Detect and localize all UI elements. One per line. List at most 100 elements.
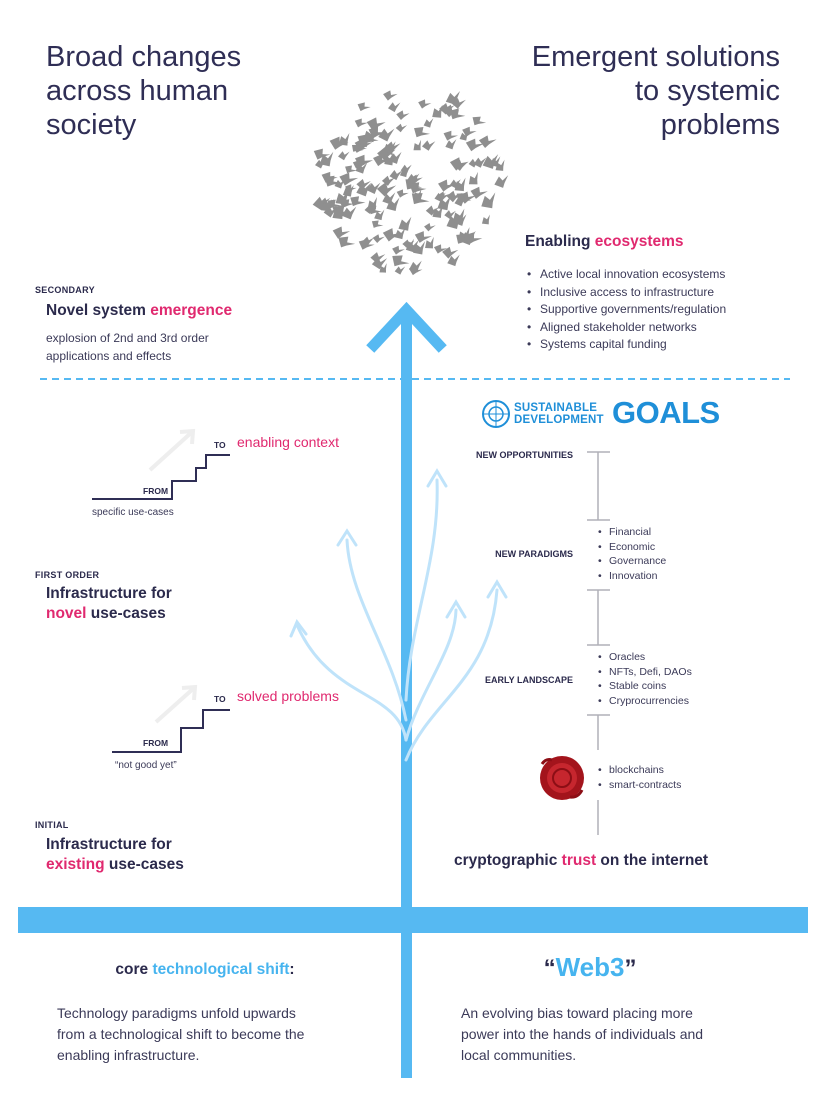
bird-icon: [413, 241, 426, 255]
core-body-line: enabling infrastructure.: [57, 1047, 200, 1063]
bird-icon: [338, 236, 356, 248]
trust-caption: cryptographic trust on the internet: [454, 851, 708, 871]
right-heading-line: problems: [660, 109, 780, 141]
bird-icon: [350, 196, 366, 207]
bird-icon: [421, 140, 436, 151]
first-order-title-b: use-cases: [86, 605, 166, 622]
bird-icon: [465, 138, 484, 152]
first-order-title: Infrastructure for novel use-cases: [46, 584, 172, 624]
bird-icon: [409, 182, 427, 194]
bird-icon: [462, 126, 477, 137]
bird-icon: [447, 254, 460, 267]
bird-icon: [339, 172, 359, 186]
secondary-title-b: emergence: [150, 302, 233, 319]
bird-icon: [374, 209, 385, 221]
list-item: Active local innovation ecosystems: [527, 266, 726, 284]
bird-icon: [464, 232, 483, 245]
bird-icon: [398, 216, 412, 231]
stairs-top-caption: specific use-cases: [92, 507, 174, 518]
bird-icon: [451, 98, 466, 109]
bird-icon: [494, 175, 509, 188]
web3-body-line: local communities.: [461, 1047, 577, 1063]
bird-icon: [418, 99, 432, 109]
web3-body-line: An evolving bias toward placing more: [461, 1005, 693, 1021]
bird-icon: [345, 165, 358, 174]
bird-icon: [334, 179, 345, 189]
bird-icon: [379, 263, 387, 273]
bird-icon: [313, 148, 331, 160]
bird-icon: [394, 266, 406, 275]
base-bar: [18, 907, 808, 933]
web3-body-line: power into the hands of individuals and: [461, 1026, 704, 1042]
sdg-logo-line1: SUSTAINABLE: [514, 402, 598, 414]
paradigm-list: Financial Economic Governance Innovation: [598, 525, 666, 583]
bird-icon: [354, 154, 374, 168]
bird-icon: [355, 162, 368, 174]
bird-icon: [363, 127, 377, 143]
initial-title-b: use-cases: [104, 856, 184, 873]
bird-icon: [449, 157, 469, 171]
list-item: Oracles: [598, 650, 692, 665]
bird-icon: [392, 245, 405, 255]
bird-icon: [371, 220, 384, 228]
bird-icon: [446, 190, 462, 203]
list-item: NFTs, Defi, DAOs: [598, 665, 692, 680]
initial-title-a: existing: [46, 856, 105, 873]
list-item: smart-contracts: [598, 778, 681, 793]
bird-icon: [414, 231, 432, 243]
bird-icon: [495, 159, 505, 171]
stairs-bottom-from: FROM: [143, 738, 169, 748]
bird-icon: [478, 135, 497, 149]
bird-icon: [382, 192, 396, 205]
bird-icon: [437, 191, 450, 201]
label-new-paradigms: NEW PARADIGMS: [495, 549, 573, 559]
bird-icon: [389, 170, 403, 181]
bird-icon: [413, 139, 422, 151]
list-item: Supportive governments/regulation: [527, 301, 726, 319]
bird-icon: [452, 208, 465, 224]
secondary-desc-line: applications and effects: [46, 349, 172, 363]
bird-icon: [321, 199, 332, 212]
base-list: blockchains smart-contracts: [598, 763, 681, 792]
bird-icon: [386, 197, 400, 212]
bird-icon: [366, 117, 386, 131]
initial-title-line1: Infrastructure for: [46, 836, 172, 853]
ecosystems-title-b: ecosystems: [594, 233, 684, 250]
initial-tag: INITIAL: [35, 820, 69, 830]
list-item: Governance: [598, 554, 666, 569]
left-heading-line: society: [46, 109, 137, 141]
ecosystems-title: Enabling ecosystems: [525, 232, 684, 252]
bird-icon: [449, 179, 461, 189]
list-item: Inclusive access to infrastructure: [527, 284, 726, 302]
bird-icon: [481, 214, 490, 225]
bird-icon: [432, 205, 443, 218]
stairs-bottom-to: TO: [214, 694, 226, 704]
bird-icon: [321, 171, 338, 183]
web3-title-text: Web3: [555, 952, 625, 982]
list-item: Stable coins: [598, 679, 692, 694]
un-emblem-icon: [482, 400, 510, 428]
ecosystems-list: Active local innovation ecosystems Inclu…: [527, 266, 726, 354]
core-shift-title: core technological shift:: [60, 961, 350, 979]
stairs-bottom-context: solved problems: [237, 688, 339, 704]
right-heading-line: to systemic: [634, 75, 780, 107]
web3-title: “Web3”: [520, 952, 660, 983]
list-item: blockchains: [598, 763, 681, 778]
sdg-logo: SUSTAINABLE DEVELOPMENT: [514, 402, 604, 426]
bird-icon: [351, 144, 364, 152]
bird-icon: [442, 104, 460, 118]
bird-icon: [413, 189, 422, 200]
bird-icon: [445, 139, 457, 150]
bird-icon: [387, 102, 401, 113]
bird-icon: [425, 205, 440, 216]
label-early-landscape: EARLY LANDSCAPE: [484, 675, 573, 685]
trust-b: trust: [561, 852, 597, 869]
wax-seal-icon: [540, 756, 584, 800]
core-body-line: from a technological shift to become the: [57, 1026, 305, 1042]
bird-icon: [456, 193, 470, 202]
bird-icon: [329, 136, 349, 150]
bird-icon: [358, 239, 375, 250]
bird-icon: [454, 177, 466, 192]
stairs-top-graphic: [92, 428, 230, 500]
bird-icon: [472, 116, 487, 126]
